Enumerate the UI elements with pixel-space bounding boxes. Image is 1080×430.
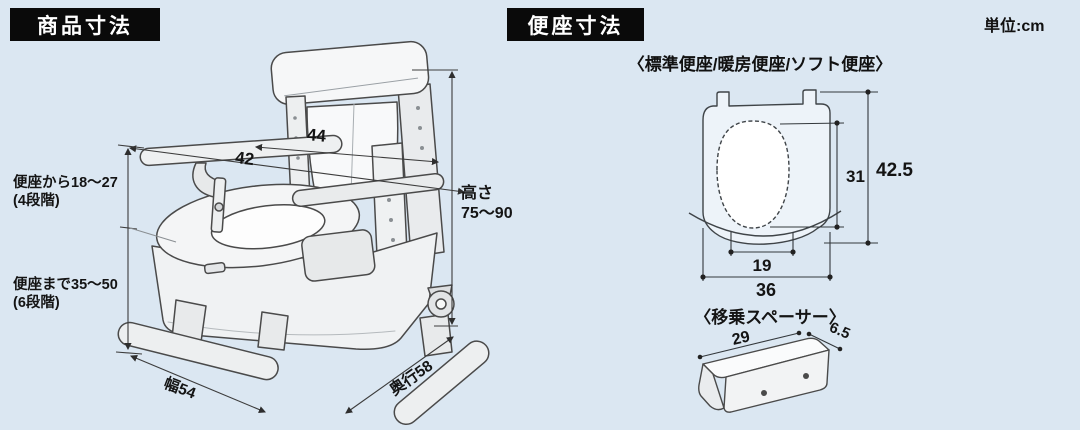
back-width-value: 44 [306, 125, 327, 146]
width-label: 幅54 [161, 373, 199, 403]
spacer-title: 〈移乗スペーサー〉 [694, 307, 845, 327]
spacer-dimension-lines [697, 330, 843, 360]
product-dimensions-header: 商品寸法 [10, 8, 160, 41]
seat-opening-shape [716, 120, 790, 229]
overall-width-value: 36 [756, 280, 776, 300]
dim-line-inner-width [128, 145, 466, 195]
dim-line-spacer-length [699, 332, 800, 358]
dim-line-width [130, 355, 266, 413]
inner-width-value: 42 [234, 148, 255, 169]
product-dimension-lines [115, 69, 466, 414]
chair-illustration [117, 40, 490, 426]
spacer-holes [761, 373, 809, 396]
seat-dimension-lines [700, 89, 878, 281]
seat-dimension-labels: 31 42.5 19 36 [753, 160, 914, 300]
dim-line-spacer-depth [808, 333, 841, 350]
caster-wheel [427, 284, 455, 318]
spacer-illustration [698, 337, 830, 413]
overall-depth-value: 42.5 [876, 160, 913, 181]
dim-line-depth [345, 336, 454, 414]
seat-height-steps: (6段階) [13, 293, 60, 311]
armrest-height-steps: (4段階) [13, 191, 60, 209]
opening-depth-value: 31 [846, 167, 865, 186]
unit-label: 単位:cm [984, 18, 1045, 35]
spacer-length-value: 29 [730, 328, 751, 349]
height-value: 75〜90 [461, 205, 513, 222]
spacer-end-face [698, 363, 725, 411]
dimension-end-dots [700, 89, 871, 280]
spacer-front-face [723, 349, 830, 413]
dim31-extensions [770, 122, 845, 228]
dim36-extensions [702, 228, 831, 281]
height-extension-lines [412, 69, 458, 327]
seat-leader-line [129, 227, 177, 243]
seat-outline-diagram [688, 89, 842, 245]
side-pouch [301, 229, 376, 282]
seat-types-subtitle: 〈標準便座/暖房便座/ソフト便座〉 [627, 55, 893, 74]
seat-dimensions-header: 便座寸法 [507, 8, 644, 41]
armrest-height-label: 便座から18〜27 [13, 173, 118, 191]
height-label: 高さ [461, 183, 493, 202]
opening-width-value: 19 [753, 256, 772, 275]
adjust-knob [214, 202, 224, 212]
seat-front-lip-arc [688, 210, 842, 237]
leg-strut-mid [257, 311, 289, 351]
spacer-depth-value: 6.5 [827, 319, 853, 343]
chair-headrest [270, 40, 430, 106]
seat-height-label: 便座まで35〜50 [13, 275, 118, 293]
spacer-dim-dots [697, 330, 843, 360]
